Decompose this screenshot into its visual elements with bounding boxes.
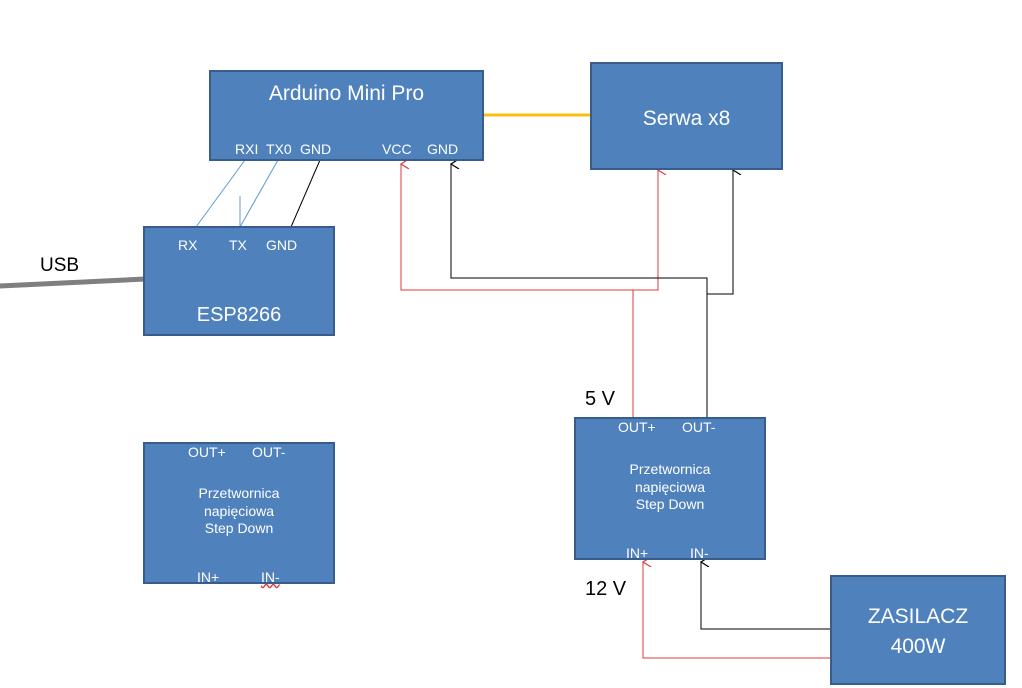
converter-right-out-minus: OUT- — [682, 419, 716, 435]
zasilacz-block: ZASILACZ 400W — [830, 575, 1006, 685]
voltage-12v-label: 12 V — [585, 578, 627, 600]
esp-pin-tx: TX — [229, 237, 247, 253]
arduino-mini-pro-block: Arduino Mini Pro RXI TX0 GND VCC GND — [209, 70, 484, 161]
esp-title: ESP8266 — [196, 304, 282, 326]
esp-pin-rx: RX — [178, 237, 198, 253]
arduino-pin-gnd: GND — [300, 141, 332, 157]
arduino-pin-vcc: VCC — [382, 141, 412, 157]
converter-right-title: Przetwornica napięciowa Step Down — [629, 461, 711, 512]
wire-rx-rxi — [195, 159, 246, 228]
arduino-pin-tx0: TX0 — [266, 141, 292, 157]
converter-right-out-plus: OUT+ — [618, 419, 656, 435]
converter-left-in-plus: IN+ — [197, 569, 220, 585]
wire-tx-tx0 — [239, 159, 279, 228]
arduino-pin-rxi: RXI — [235, 141, 259, 157]
wire-5v-serwa — [633, 170, 658, 291]
converter-left-title: Przetwornica napięciowa Step Down — [198, 485, 280, 536]
usb-cable — [0, 276, 146, 289]
wire-gnd-serwa — [707, 170, 733, 295]
converter-left-out-minus: OUT- — [252, 444, 286, 460]
converter-left-in-minus: IN- — [261, 569, 280, 585]
arduino-title: Arduino Mini Pro — [268, 82, 425, 105]
voltage-5v-label: 5 V — [585, 388, 616, 410]
wire-gnd-arduino — [451, 164, 708, 418]
converter-right-in-plus: IN+ — [626, 545, 649, 561]
converter-left-out-plus: OUT+ — [188, 444, 226, 460]
wire-12v-in-plus — [643, 562, 831, 659]
wire-5v-vcc — [401, 164, 634, 418]
wire-gnd-gnd — [290, 159, 321, 228]
zasilacz-title: ZASILACZ 400W — [867, 605, 969, 659]
esp-pin-gnd: GND — [266, 237, 298, 253]
arduino-pin-gnd-power: GND — [427, 141, 459, 157]
converter-left-block: OUT+ OUT- Przetwornica napięciowa Step D… — [143, 442, 335, 584]
converter-right-block: OUT+ OUT- Przetwornica napięciowa Step D… — [574, 417, 766, 560]
esp8266-block: RX TX GND ESP8266 — [143, 226, 335, 336]
converter-right-in-minus: IN- — [690, 545, 709, 561]
usb-label: USB — [40, 255, 80, 276]
wire-12v-in-minus — [701, 562, 831, 630]
serwa-block: Serwa x8 — [590, 62, 783, 170]
serwa-title: Serwa x8 — [642, 107, 731, 130]
